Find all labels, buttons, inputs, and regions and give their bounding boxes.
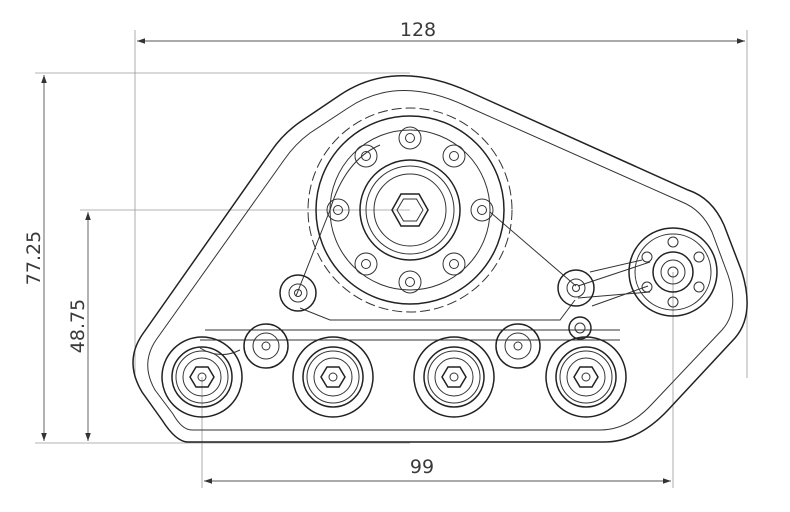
dim-label-128: 128 [400,19,436,41]
dim-overall-width: 128 [134,19,748,378]
drive-sprocket [307,107,513,313]
road-wheel-1 [161,336,243,418]
road-wheel-4 [545,336,627,418]
road-wheel-3 [413,336,495,418]
dim-overall-height: 77.25 [23,72,410,444]
dim-label-99: 99 [410,456,434,478]
dim-label-48-75: 48.75 [67,299,89,353]
side-plate [199,144,651,355]
dim-sprocket-height: 48.75 [67,209,410,441]
track-outline [132,75,748,443]
dim-wheel-span: 99 [201,272,674,488]
road-wheel-2 [292,336,374,418]
dim-label-77-25: 77.25 [23,231,45,285]
road-wheels [161,336,627,418]
pivot-bolts [243,269,595,369]
idler-wheel [628,227,718,317]
